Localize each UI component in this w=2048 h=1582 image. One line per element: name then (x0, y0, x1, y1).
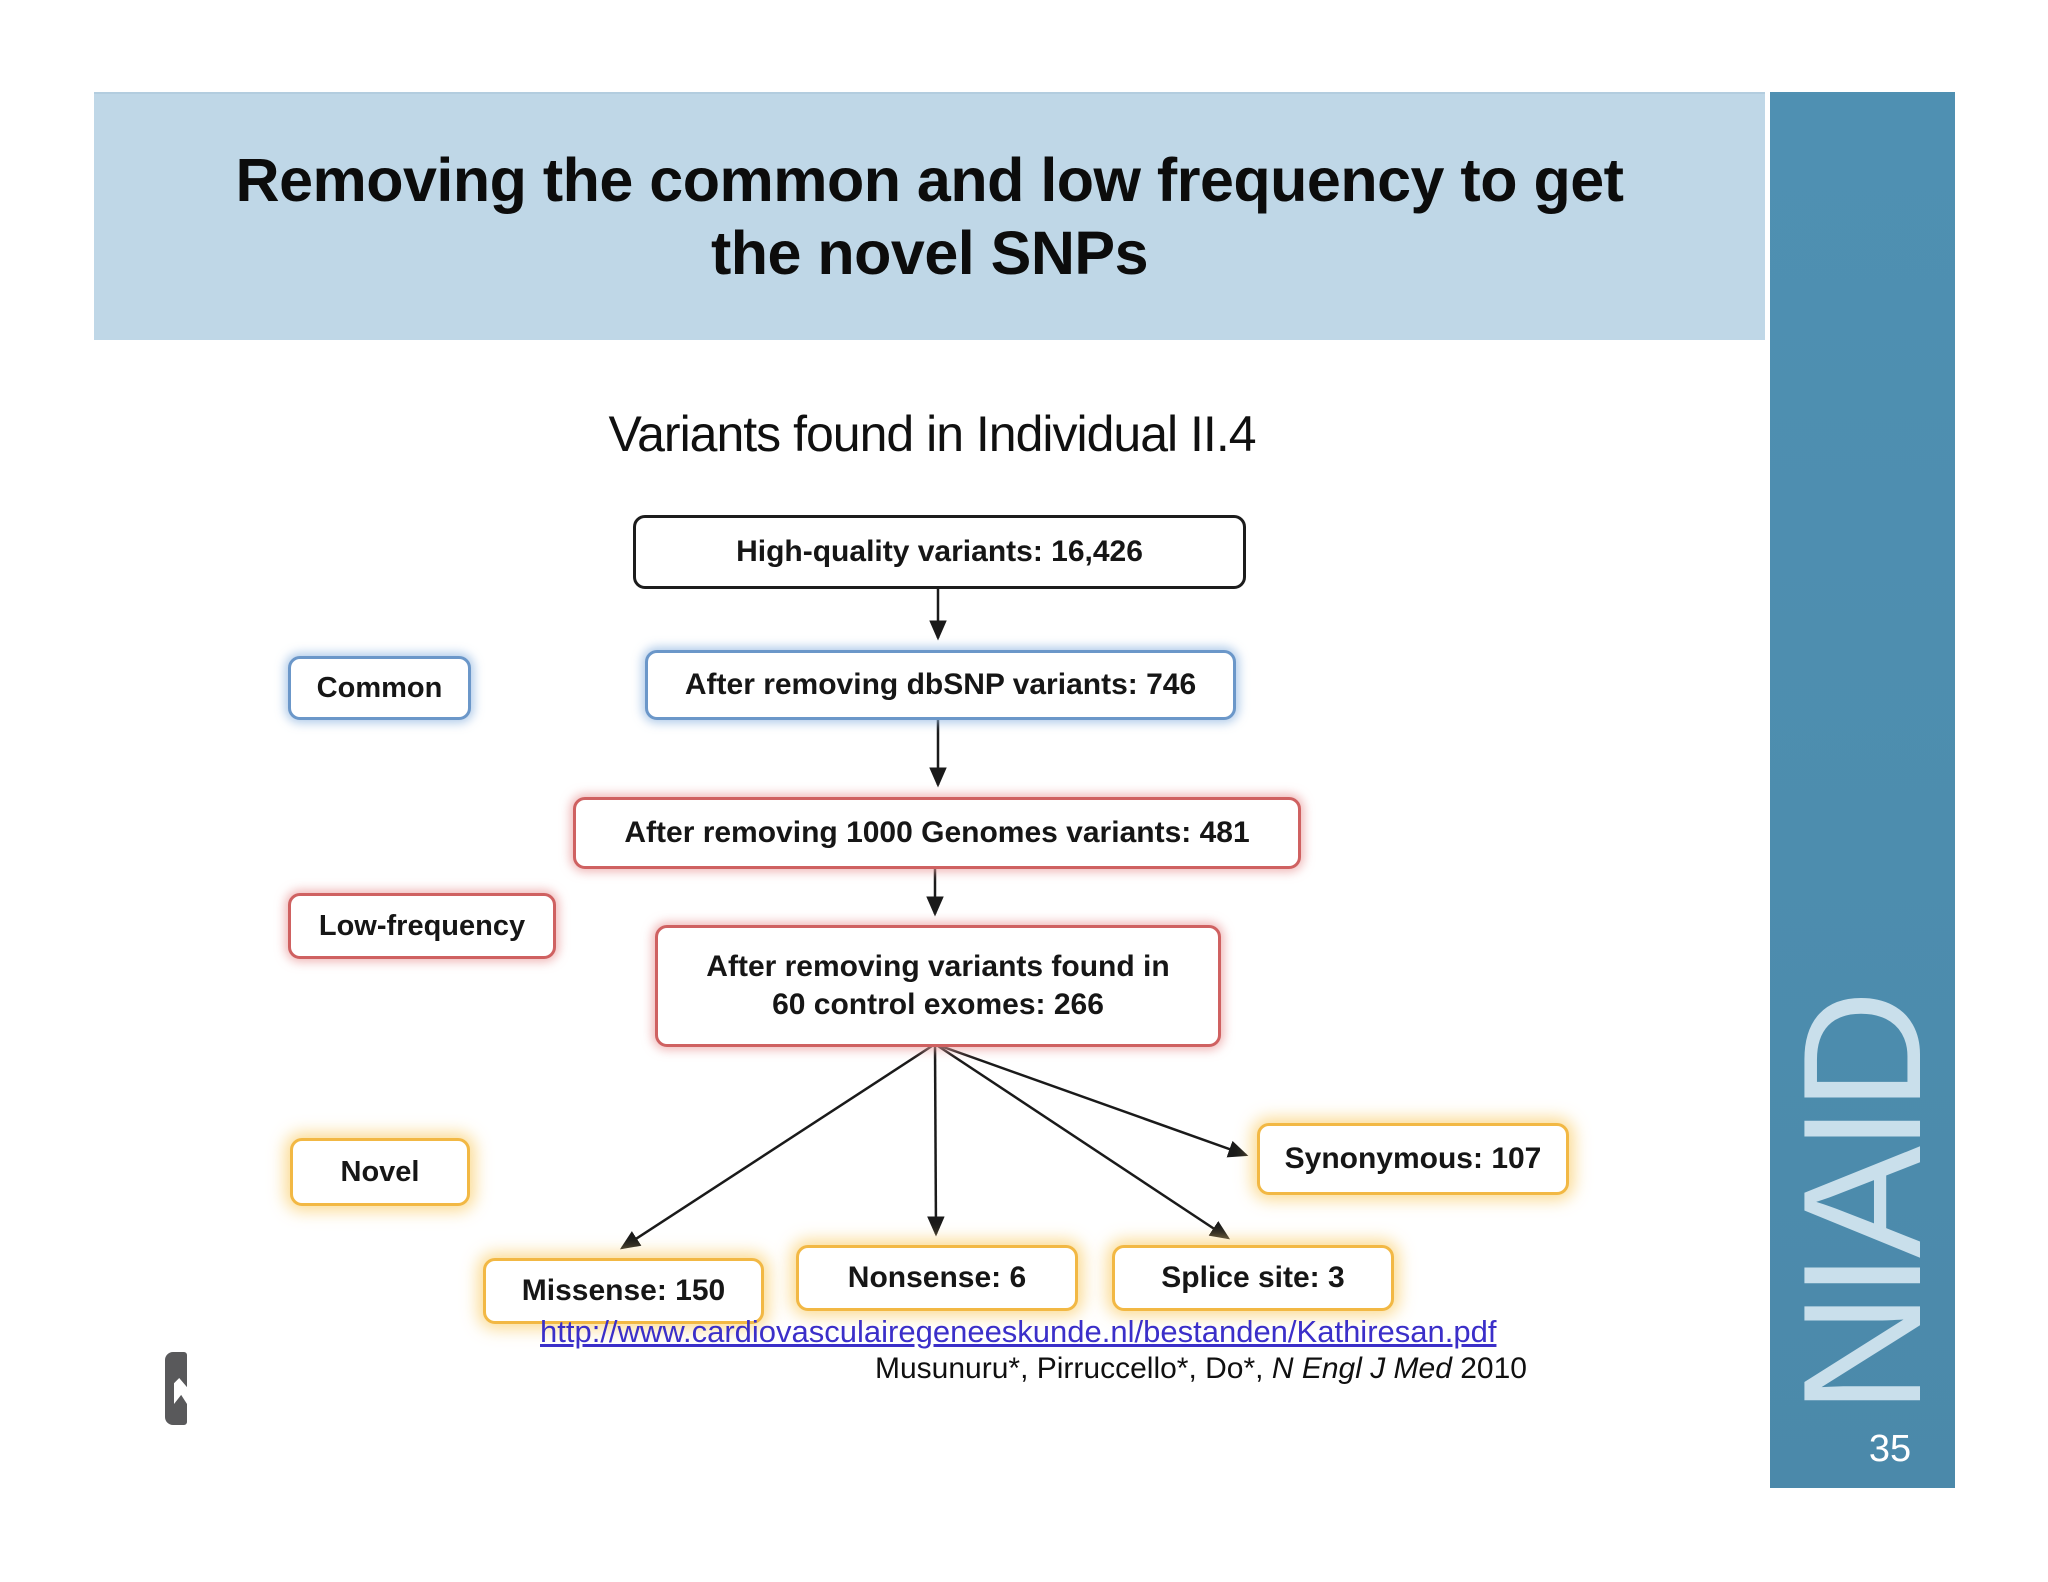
citation-year: 2010 (1451, 1352, 1527, 1385)
sidebar (1770, 92, 1955, 1488)
flow-box-1000genomes: After removing 1000 Genomes variants: 48… (573, 797, 1301, 869)
source-link[interactable]: http://www.cardiovasculairegeneeskunde.n… (540, 1314, 1497, 1349)
leaf-box-synonymous: Synonymous: 107 (1257, 1123, 1569, 1195)
partial-logo (165, 1352, 187, 1425)
arrow-box4-missense (619, 1042, 936, 1250)
leaf-box-nonsense-label: Nonsense: 6 (847, 1261, 1027, 1294)
flow-box-control-exomes-line1: After removing variants found in (706, 950, 1170, 983)
leaf-box-splice-site-label: Splice site: 3 (1161, 1261, 1345, 1294)
citation-journal: N Engl J Med (1271, 1352, 1452, 1385)
flow-box-high-quality: High-quality variants: 16,426 (633, 515, 1246, 589)
flow-box-control-exomes-line2: 60 control exomes: 266 (772, 988, 1104, 1021)
slide-title-line1: Removing the common and low frequency to… (235, 146, 1624, 214)
flow-box-dbsnp: After removing dbSNP variants: 746 (645, 650, 1236, 720)
leaf-box-missense-label: Missense: 150 (521, 1274, 726, 1307)
leaf-box-missense: Missense: 150 (483, 1258, 764, 1324)
slide-title-line2: the novel SNPs (710, 219, 1149, 287)
page-number: 35 (1868, 1428, 1912, 1470)
leaf-box-splice-site: Splice site: 3 (1112, 1245, 1394, 1311)
header-band: Removing the common and low frequency to… (94, 92, 1765, 340)
leaf-box-synonymous-label: Synonymous: 107 (1284, 1142, 1542, 1175)
niaid-logo: NIAID (1768, 995, 1956, 1415)
diagram-title: Variants found in Individual II.4 (608, 406, 1256, 462)
arrow-box4-nonsense (927, 1043, 945, 1237)
citation-authors: Musunuru*, Pirruccello*, Do*, (875, 1352, 1272, 1385)
category-label-novel-text: Novel (340, 1155, 420, 1188)
flow-box-dbsnp-label: After removing dbSNP variants: 746 (684, 668, 1197, 701)
citation: Musunuru*, Pirruccello*, Do*, N Engl J M… (875, 1352, 1527, 1386)
category-label-common-text: Common (316, 671, 443, 704)
leaf-box-nonsense: Nonsense: 6 (796, 1245, 1078, 1311)
flow-box-control-exomes: After removing variants found in 60 cont… (655, 925, 1221, 1047)
category-label-low-frequency: Low-frequency (288, 893, 556, 959)
arrow-box4-splice (934, 1042, 1231, 1240)
flow-box-high-quality-label: High-quality variants: 16,426 (736, 535, 1143, 568)
category-label-novel: Novel (290, 1138, 470, 1206)
category-label-low-frequency-text: Low-frequency (318, 909, 526, 942)
category-label-common: Common (288, 656, 471, 720)
flow-box-1000genomes-label: After removing 1000 Genomes variants: 48… (624, 816, 1250, 849)
arrow-box4-synonymous (934, 1042, 1249, 1158)
